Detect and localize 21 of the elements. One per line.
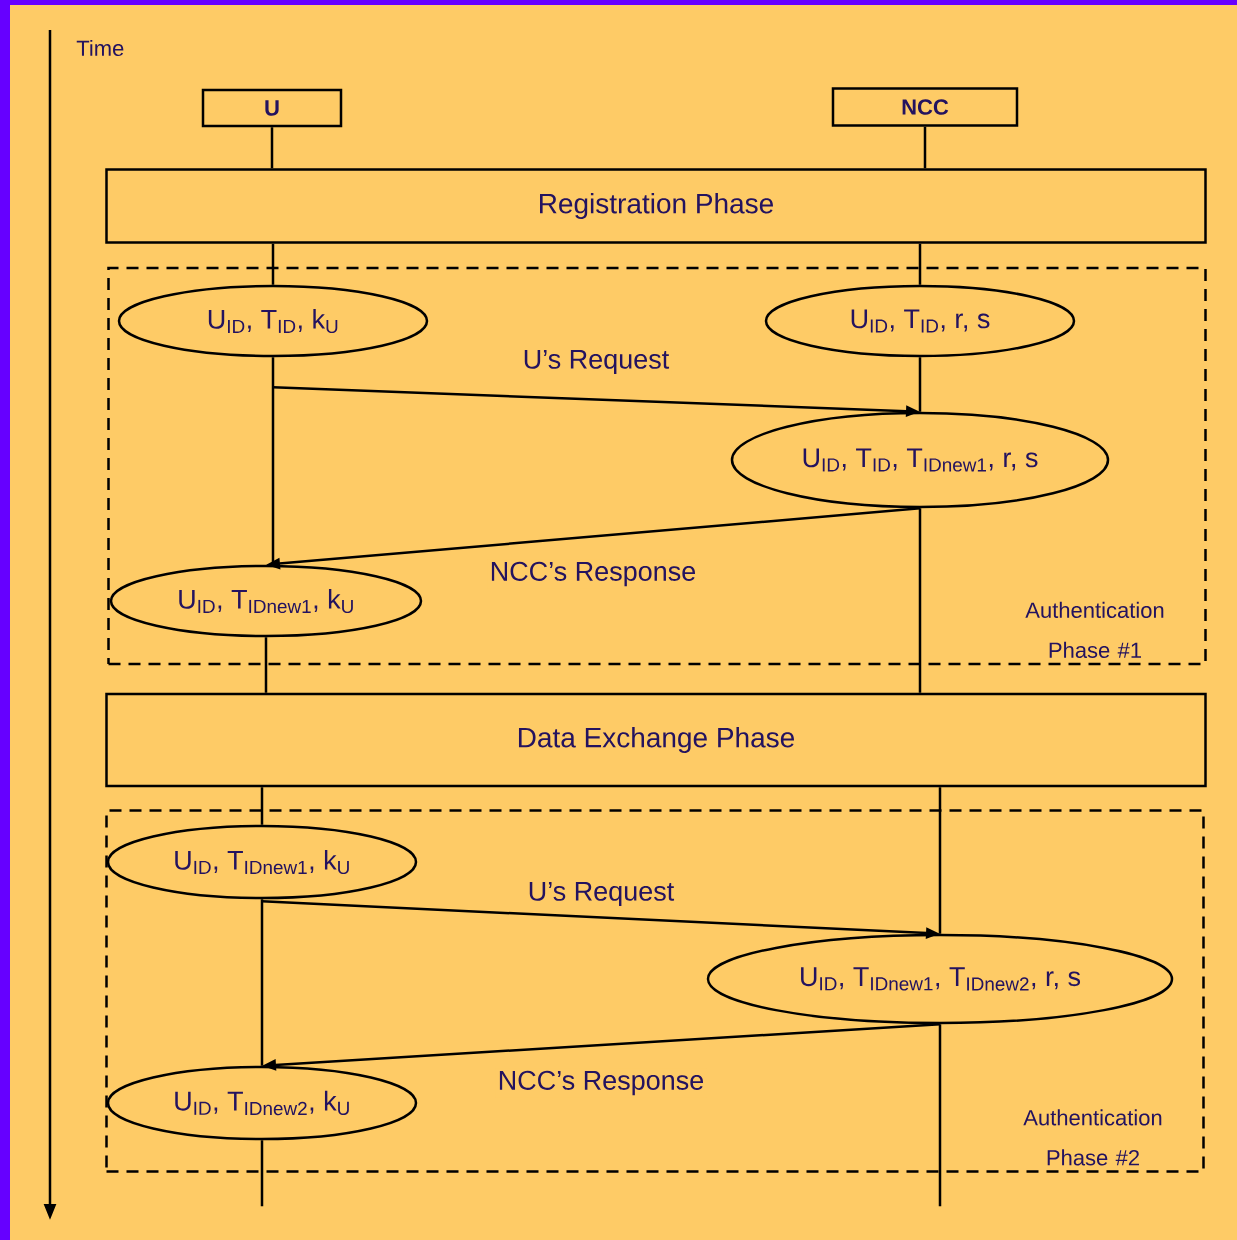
lifeline [260,1140,264,1207]
edge-label: U’s Request [529,881,675,907]
edge-label: NCC’s Response [491,561,696,587]
phase-box: Registration Phase [105,168,1207,244]
lifeline [260,899,264,1066]
edge-label: U’s Request [524,349,670,375]
lifeline [264,637,268,693]
lifeline [260,787,264,825]
lifeline [918,508,922,693]
participant-box: U [201,88,343,128]
participant-box: NCC [831,87,1019,127]
lifeline [923,126,927,169]
phase-box: Data Exchange Phase [105,692,1207,788]
edge-label: NCC’s Response [499,1070,704,1096]
time-label: Time [76,39,124,57]
lifeline [270,127,274,169]
lifeline [938,1024,942,1207]
lifeline [918,357,922,412]
lifeline [271,243,275,285]
lifeline [938,787,942,934]
lifeline [918,243,922,285]
